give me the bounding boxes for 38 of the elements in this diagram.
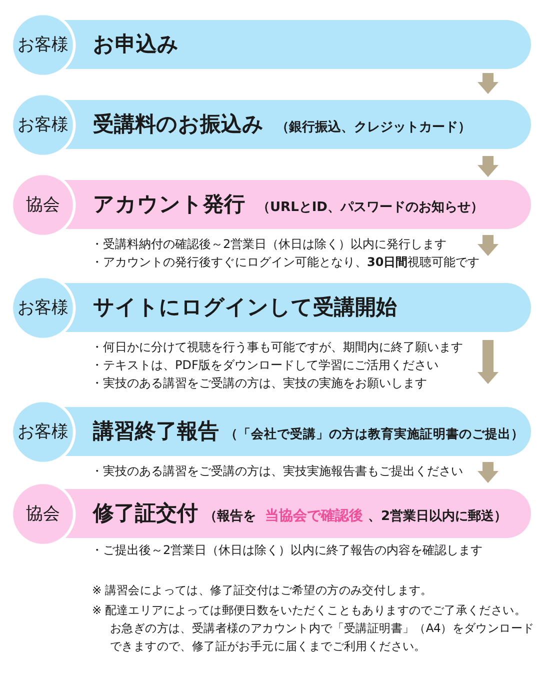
actor-label: お客様 — [18, 114, 68, 134]
actor-label: お客様 — [18, 422, 68, 442]
step-title: お申込み — [93, 32, 179, 57]
step-title: 修了証交付 — [93, 501, 198, 526]
footnote: ※ 講習会によっては、修了証交付はご希望の方のみ交付します。 — [92, 582, 432, 599]
step-detail: （URLとID、パスワードのお知らせ） — [257, 199, 484, 217]
actor-label: 協会 — [26, 504, 60, 524]
actor-label: お客様 — [18, 34, 68, 54]
step-band — [76, 283, 531, 332]
step-band — [76, 20, 531, 69]
actor-label: 協会 — [26, 194, 60, 214]
bullet-note: ・実技のある講習をご受講の方は、実技の実施をお願いします — [91, 375, 427, 392]
step-detail: （「会社で受講」の方は教育実施証明書のご提出） — [225, 425, 524, 443]
footnote: ※ 配達エリアによっては郵便日数をいただくこともありますのでご了承ください。 — [92, 602, 526, 619]
bullet-note: ・ご提出後～2営業日（休日は除く）以内に終了報告の内容を確認します — [91, 542, 483, 559]
step-detail: （銀行振込、クレジットカード） — [276, 118, 471, 137]
footnote: お急ぎの方は、受講者様のアカウント内で「受講証明書」（A4）をダウンロードできますので、修了証がお手元に届くまでご利用ください。 — [110, 620, 536, 655]
step-detail: 当協会で確認後 — [265, 507, 363, 526]
arrow — [478, 235, 498, 256]
step-detail: 、2営業日以内に郵送） — [368, 508, 508, 526]
step-band — [76, 407, 531, 456]
step-band — [76, 489, 531, 538]
arrow — [478, 462, 498, 483]
step-title: 講習終了報告 — [93, 419, 219, 444]
actor-label: お客様 — [18, 298, 68, 318]
step-title: サイトにログインして受講開始 — [93, 295, 397, 320]
bullet-note: ・受講料納付の確認後～2営業日（休日は除く）以内に発行します — [91, 236, 447, 253]
step-detail: （報告を — [204, 508, 256, 526]
bullet-note: ・実技のある講習をご受講の方は、実技実施報告書もご提出ください — [91, 463, 463, 480]
step-title: 受講料のお振込み — [93, 112, 264, 137]
step-band — [76, 180, 531, 229]
bullet-note: ・テキストは、PDF版をダウンロードして学習にご活用ください — [91, 357, 438, 374]
bullet-note: ・何日かに分けて視聴を行う事も可能ですが、期間内に終了願います — [91, 339, 463, 356]
bullet-note: ・アカウントの発行後すぐにログイン可能となり、30日間視聴可能です — [91, 254, 480, 271]
arrow — [478, 156, 498, 177]
arrow — [478, 340, 498, 384]
step-title: アカウント発行 — [93, 192, 245, 217]
step-band — [76, 100, 531, 149]
